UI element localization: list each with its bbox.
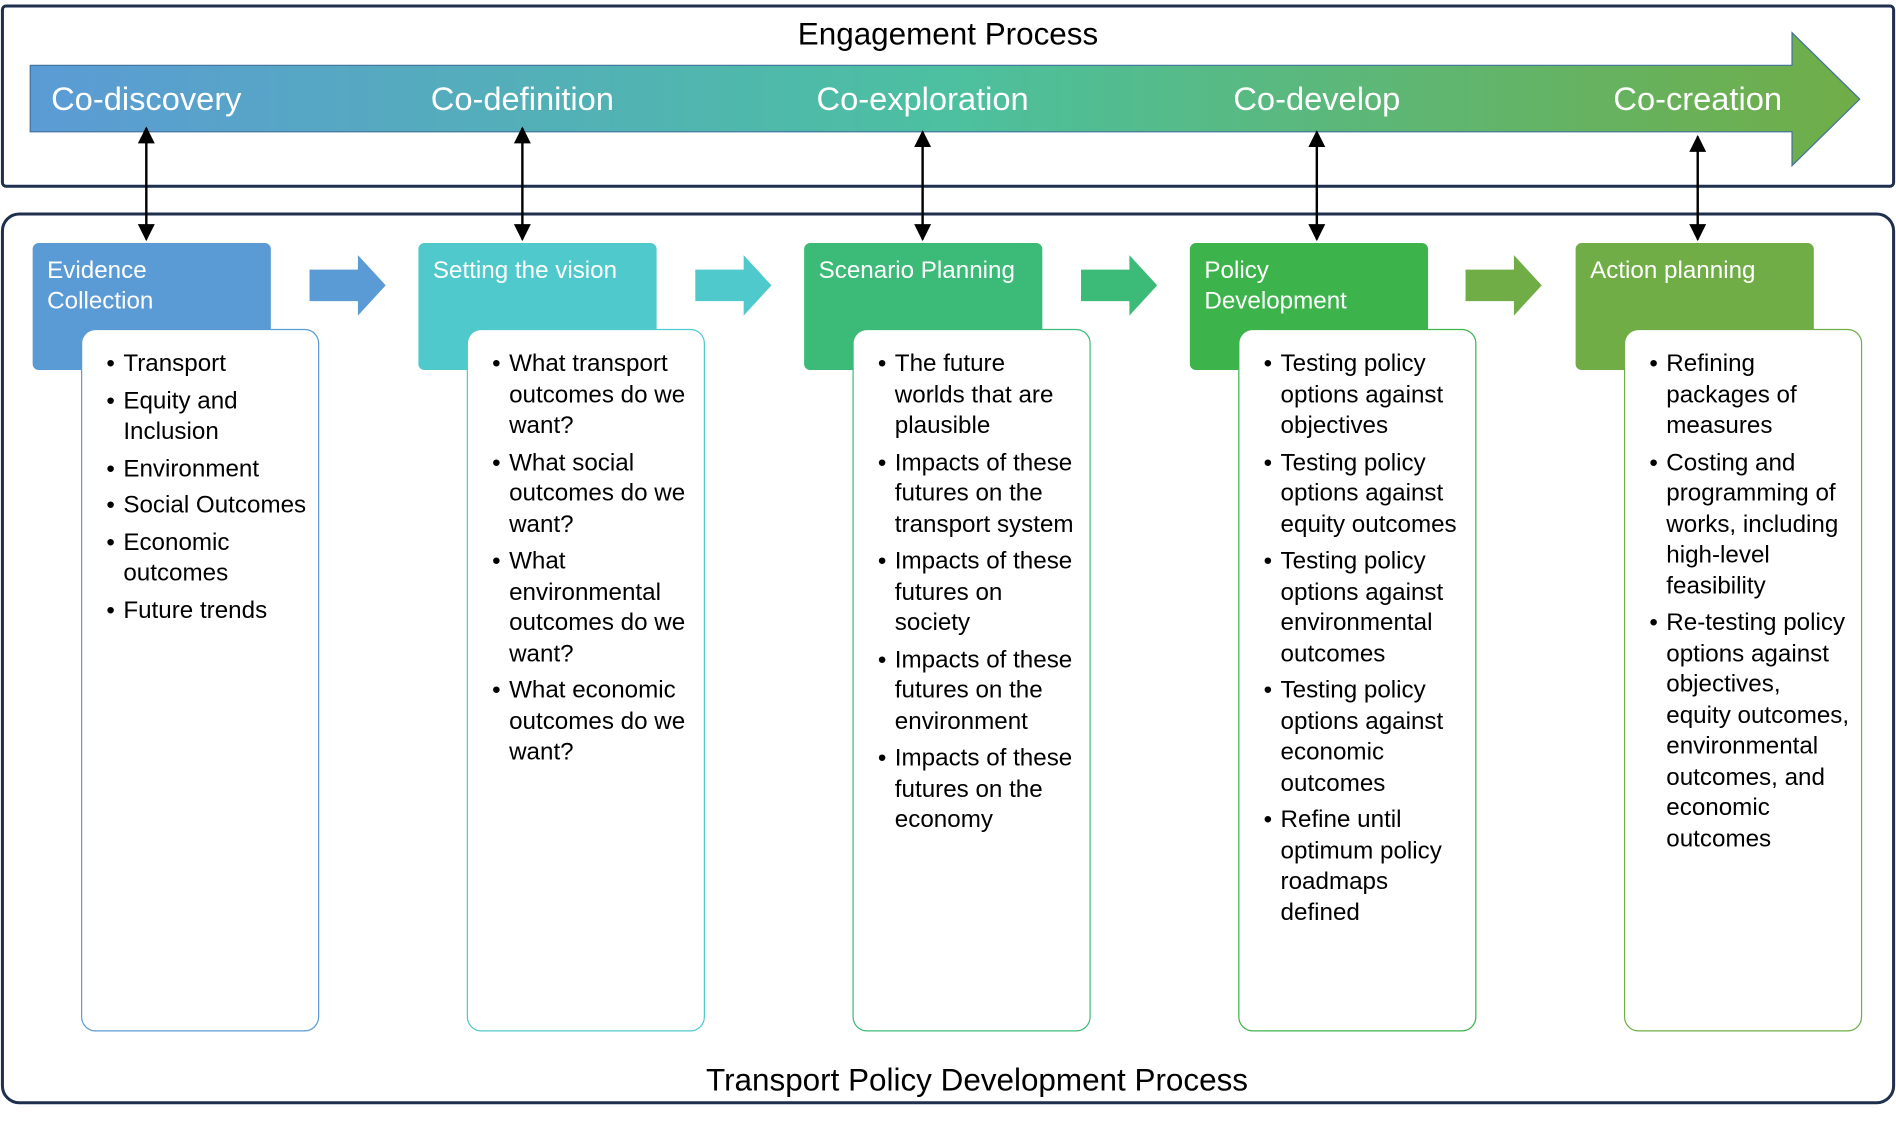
stage-arrow-4	[1465, 255, 1542, 316]
phase-label-4: Co-develop	[1233, 80, 1400, 117]
stage-title: Scenario Planning	[818, 257, 1015, 285]
phase-label-3: Co-exploration	[817, 80, 1029, 117]
stage-item: What social outcomes do we want?	[492, 448, 694, 541]
stage-title: Action planning	[1590, 257, 1756, 285]
stage-item: Testing policy options against objective…	[1264, 349, 1466, 442]
stage-title: Policy Development	[1204, 257, 1347, 315]
stage-item-list: What transport outcomes do we want?What …	[492, 349, 694, 768]
stage-title: Setting the vision	[432, 257, 618, 285]
stage-card-5: Refining packages of measuresCosting and…	[1623, 328, 1863, 1032]
phase-labels: Co-discovery Co-definition Co-exploration C…	[51, 80, 1782, 117]
stage-item: What environmental outcomes do we want?	[492, 547, 694, 670]
stage-item: Impacts of these futures on the environm…	[878, 645, 1080, 738]
stage-item: Impacts of these futures on the transpor…	[878, 448, 1080, 541]
phase-label-2: Co-definition	[431, 80, 614, 117]
stage-item: The future worlds that are plausible	[878, 349, 1080, 442]
stage-item: Future trends	[106, 596, 308, 627]
stage-item: Testing policy options against environme…	[1264, 547, 1466, 670]
stage-card-3: The future worlds that are plausibleImpa…	[852, 328, 1091, 1032]
stage-item: Transport	[106, 349, 308, 380]
stage-arrows	[309, 255, 1542, 316]
stage-item-list: The future worlds that are plausibleImpa…	[878, 349, 1080, 836]
stage-item: Refine until optimum policy roadmaps def…	[1264, 805, 1466, 928]
stage-card-1: TransportEquity and InclusionEnvironment…	[81, 328, 320, 1032]
stage-item: Impacts of these futures on society	[878, 547, 1080, 640]
stage-item: Economic outcomes	[106, 528, 308, 590]
stage-item-list: TransportEquity and InclusionEnvironment…	[106, 349, 308, 626]
stage-arrow-2	[695, 255, 772, 316]
engagement-title: Engagement Process	[798, 17, 1098, 52]
stage-item-list: Refining packages of measuresCosting and…	[1649, 349, 1851, 854]
stage-item: Social Outcomes	[106, 491, 308, 522]
stage-item: Refining packages of measures	[1649, 349, 1851, 442]
phase-label-5: Co-creation	[1613, 80, 1782, 117]
stage-arrow-3	[1081, 255, 1158, 316]
stage-item: Equity and Inclusion	[106, 386, 308, 448]
stage-card-4: Testing policy options against objective…	[1238, 328, 1477, 1032]
stage-item-list: Testing policy options against objective…	[1264, 349, 1466, 928]
stage-item: Costing and programming of works, includ…	[1649, 448, 1851, 602]
policy-title: Transport Policy Development Process	[706, 1063, 1248, 1098]
stage-item: What transport outcomes do we want?	[492, 349, 694, 442]
stage-item: Environment	[106, 454, 308, 485]
stage-item: Re-testing policy options against object…	[1649, 608, 1851, 855]
stage-arrow-1	[309, 255, 386, 316]
stage-card-2: What transport outcomes do we want?What …	[466, 328, 705, 1032]
stage-title: Evidence Collection	[47, 257, 154, 315]
phase-label-1: Co-discovery	[51, 80, 242, 117]
stage-item: Impacts of these futures on the economy	[878, 744, 1080, 837]
engagement-arrow-band	[29, 31, 1861, 168]
stage-item: What economic outcomes do we want?	[492, 676, 694, 769]
stage-item: Testing policy options against equity ou…	[1264, 448, 1466, 541]
stage-item: Testing policy options against economic …	[1264, 676, 1466, 799]
